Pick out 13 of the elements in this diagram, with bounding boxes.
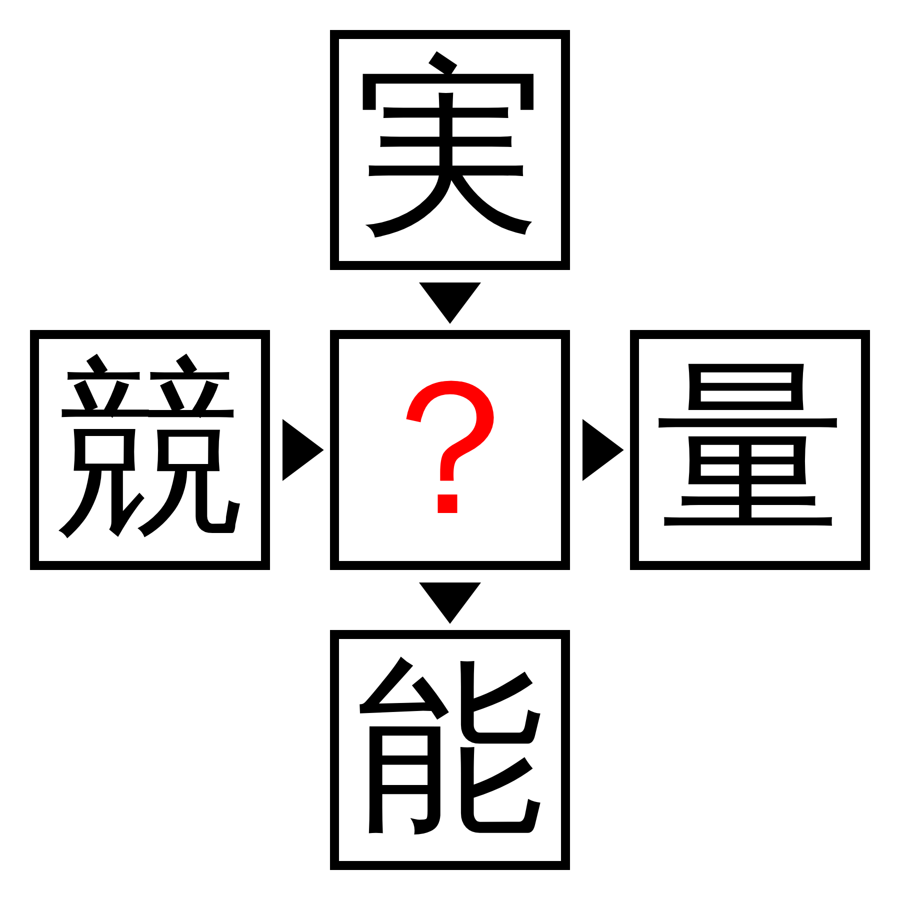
kanji-character: 能 [355, 655, 545, 845]
character-box [30, 330, 270, 570]
arrow-triangle [282, 419, 324, 481]
kanji-character: 量 [655, 355, 845, 545]
character-box [630, 330, 870, 570]
arrow-triangle [419, 582, 481, 624]
question-mark: ？ [355, 355, 545, 545]
arrow-triangle [582, 419, 624, 481]
character-box [330, 330, 570, 570]
character-box [330, 30, 570, 270]
character-box [330, 630, 570, 870]
arrow-triangle [419, 282, 481, 324]
kanji-character: 競 [55, 355, 245, 545]
